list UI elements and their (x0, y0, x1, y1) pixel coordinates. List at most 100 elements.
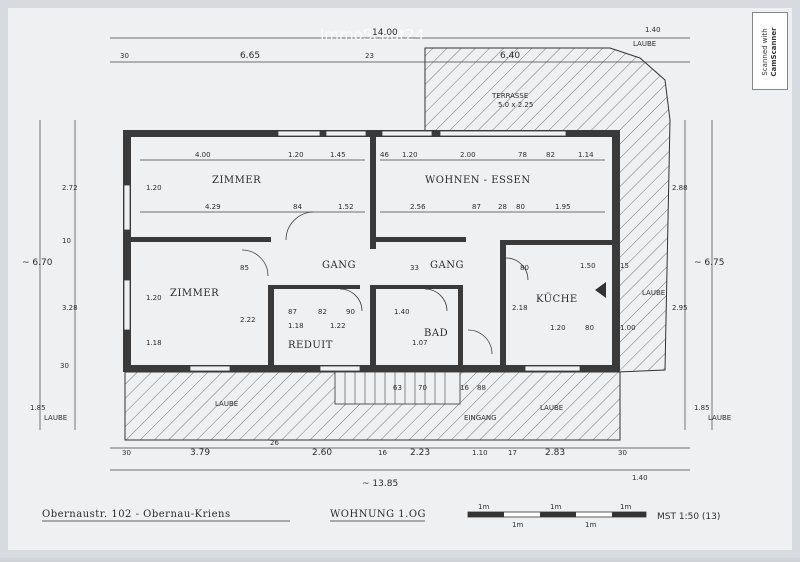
laube-right: LAUBE (642, 289, 665, 297)
dim-inner-13: 1.20 (550, 324, 566, 332)
scale-tick-3: 1m (512, 521, 523, 529)
dim-inner-10: 2.18 (512, 304, 528, 312)
badge-line-2: CamScanner (770, 27, 778, 77)
terrace-label: TERRASSE (491, 92, 528, 100)
dim-mid-7: 1.95 (555, 203, 571, 211)
room-gang-left: GANG (322, 260, 356, 271)
scale-tick-1: 1m (550, 503, 561, 511)
laube-bottom-left: LAUBE (215, 400, 238, 408)
scale-tick-4: 1m (585, 521, 596, 529)
dimension-lines (39, 37, 713, 471)
dim-left-0: 2.72 (62, 184, 78, 192)
laube-side-right: LAUBE (708, 414, 731, 422)
stair-area (334, 371, 461, 405)
address-label: Obernaustr. 102 - Obernau-Kriens (42, 509, 231, 520)
kitchen-marker (595, 282, 606, 298)
dim-top-4: 1.40 (645, 26, 661, 34)
dim-inner-5: 1.40 (394, 308, 410, 316)
scale-label: MST 1:50 (13) (657, 512, 720, 522)
dim-right-4: 15 (620, 262, 629, 270)
dim-room-7: 82 (546, 151, 555, 159)
dim-mid-5: 28 (498, 203, 507, 211)
dim-mid-3: 2.56 (410, 203, 426, 211)
dim-room-8: 1.14 (578, 151, 594, 159)
dim-bottom-6: 1.10 (472, 449, 488, 457)
dim-inner-9: 1.07 (412, 339, 428, 347)
dim-bottom-5: 2.23 (410, 448, 430, 458)
dim-mid-0: 4.29 (205, 203, 221, 211)
room-reduit: REDUIT (288, 340, 333, 351)
dim-mid-4: 87 (472, 203, 481, 211)
room-zimmer-left: ZIMMER (170, 288, 219, 299)
badge-line-1: Scanned with (761, 28, 769, 76)
dim-left-1: 10 (62, 237, 71, 245)
dim-left-3: ~ 6.70 (22, 258, 53, 268)
dim-right-2: ~ 6.75 (694, 258, 724, 268)
dim-room-1: 1.20 (288, 151, 304, 159)
dim-inner-1: 33 (410, 264, 419, 272)
eingang-label: EINGANG (464, 414, 497, 422)
dim-inner-8: 1.22 (330, 322, 346, 330)
dim-left-7: 1.18 (146, 339, 162, 347)
dim-right-5: 1.00 (620, 324, 636, 332)
scale-tick-2: 1m (620, 503, 631, 511)
dim-left-5: 1.20 (146, 184, 162, 192)
dim-bottom-10: 1.40 (632, 474, 648, 482)
dim-left-4: 1.85 (30, 404, 46, 412)
dim-room-2: 1.45 (330, 151, 346, 159)
dim-bottom-9: 30 (618, 449, 627, 457)
dim-inner-3: 82 (318, 308, 327, 316)
scale-tick-0: 1m (478, 503, 489, 511)
dim-mid-6: 80 (516, 203, 525, 211)
stair-steps (344, 372, 446, 404)
dim-room-0: 4.00 (195, 151, 211, 159)
dim-bottom-0: 30 (122, 449, 131, 457)
dim-inner-4: 90 (346, 308, 355, 316)
dim-inner-17: 88 (477, 384, 486, 392)
dim-inner-14: 80 (585, 324, 594, 332)
unit-label: WOHNUNG 1.OG (330, 509, 426, 520)
dim-total: ~ 13.85 (362, 479, 398, 489)
room-bad: BAD (424, 328, 448, 339)
dim-right-1: 2.95 (672, 304, 688, 312)
dim-mid-1: 84 (293, 203, 302, 211)
dim-room-6: 78 (518, 151, 527, 159)
terrace-size: 5.0 x 2.25 (498, 101, 533, 109)
windows (123, 130, 581, 372)
scale-bar (467, 511, 647, 518)
dim-inner-16: 70 (418, 384, 427, 392)
dim-bottom-4: 16 (378, 449, 387, 457)
dim-inner-15: 63 (393, 384, 402, 392)
dim-bottom-7: 17 (508, 449, 517, 457)
walls (123, 130, 620, 372)
room-wohnen-essen: WOHNEN - ESSEN (425, 175, 531, 186)
dim-inner-11: 80 (520, 264, 529, 272)
room-gang-right: GANG (430, 260, 464, 271)
dim-left-8: 30 (60, 362, 69, 370)
dim-inner-6: 2.22 (240, 316, 256, 324)
dim-top-1: 6.65 (240, 51, 260, 61)
watermark: ImmoScout24 (320, 26, 424, 44)
room-kueche: KÜCHE (536, 293, 578, 305)
dim-room-4: 1.20 (402, 151, 418, 159)
dim-inner-18: 16 (460, 384, 469, 392)
dim-left-6: 1.20 (146, 294, 162, 302)
dim-top-5: 14.00 (372, 28, 398, 38)
dim-bottom-8: 2.83 (545, 448, 565, 458)
dim-top-0: 30 (120, 52, 129, 60)
laube-side-left: LAUBE (44, 414, 67, 422)
dim-left-2: 3.28 (62, 304, 78, 312)
room-zimmer-top: ZIMMER (212, 175, 261, 186)
laube-bottom-right: LAUBE (540, 404, 563, 412)
dim-top-3: 6.40 (500, 51, 520, 61)
dim-bottom-2: 26 (270, 439, 279, 447)
dim-inner-12: 1.50 (580, 262, 596, 270)
dim-mid-2: 1.52 (338, 203, 354, 211)
dim-inner-7: 1.18 (288, 322, 304, 330)
laube-top-label: LAUBE (633, 40, 656, 48)
dim-room-5: 2.00 (460, 151, 476, 159)
dim-bottom-1: 3.79 (190, 448, 210, 458)
